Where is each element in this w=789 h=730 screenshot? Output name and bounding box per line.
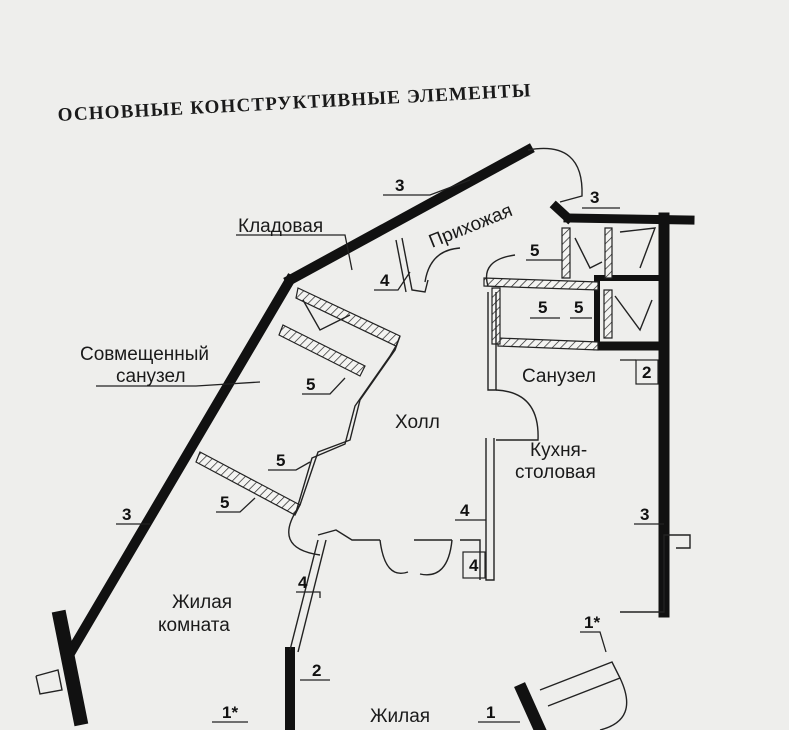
element-labels: 3 3 4 5 5 5 2 5 5 5 3 3 4 4 4 2 1* 1 1* xyxy=(122,176,659,722)
outer-walls xyxy=(51,143,695,730)
label-top-wall: 3 xyxy=(395,176,404,195)
left-corner-wall xyxy=(51,609,89,727)
bath-partition-mid xyxy=(278,324,366,377)
room-kitchen-line2: столовая xyxy=(515,462,596,483)
upper-right-wall xyxy=(563,213,695,225)
label-bottom-window-left: 1* xyxy=(222,703,238,722)
label-bottom-window-center: 1 xyxy=(486,703,495,722)
room-living1-line2: комната xyxy=(158,615,230,636)
label-living-wall: 2 xyxy=(312,661,321,680)
room-living2-line1: Жилая xyxy=(370,706,430,727)
room-living1-line1: Жилая xyxy=(172,592,232,613)
label-right-outer-wall: 3 xyxy=(640,505,649,524)
label-pantry-partition: 4 xyxy=(380,271,390,290)
plan-heading: ОСНОВНЫЕ КОНСТРУКТИВНЫЕ ЭЛЕМЕНТЫ xyxy=(57,80,532,126)
bath-partition-lower xyxy=(195,451,301,516)
wc-block-inner xyxy=(603,289,613,339)
leaders xyxy=(96,179,664,723)
wc-top-partition xyxy=(483,277,599,291)
label-entry-block-upper: 5 xyxy=(530,241,539,260)
label-kitchen-boxed: 4 xyxy=(469,556,479,575)
label-entry-wall: 3 xyxy=(590,188,599,207)
label-wc-block-right: 5 xyxy=(574,298,583,317)
entry-block-inner xyxy=(604,227,613,279)
thin-partitions xyxy=(35,147,691,730)
room-hall: Холл xyxy=(395,412,440,433)
room-combined-bath-line1: Совмещенный xyxy=(80,344,209,365)
top-outer-wall xyxy=(283,143,535,287)
label-living-partition: 4 xyxy=(298,573,308,592)
room-combined-bath-line2: санузел xyxy=(116,366,186,387)
bath-partition-upper xyxy=(295,287,401,347)
label-left-outer-wall: 3 xyxy=(122,505,131,524)
wc-bottom-partition xyxy=(497,337,599,351)
entry-block-wall xyxy=(561,227,571,279)
left-outer-wall xyxy=(65,273,297,657)
label-right-window: 1* xyxy=(584,613,600,632)
room-kitchen-line1: Кухня- xyxy=(530,440,587,461)
label-wc-wall: 2 xyxy=(642,363,651,382)
label-bath-partition-lower: 5 xyxy=(220,493,229,512)
room-entrance: Прихожая xyxy=(426,200,516,252)
label-wc-block-left: 5 xyxy=(538,298,547,317)
label-bath-partition-upper: 5 xyxy=(306,375,315,394)
label-bath-partition-mid: 5 xyxy=(276,451,285,470)
room-labels: Кладовая Прихожая Совмещенный санузел Хо… xyxy=(80,200,596,727)
bottom-pier xyxy=(514,682,547,730)
room-pantry: Кладовая xyxy=(238,216,323,237)
hatched-partitions xyxy=(195,227,613,516)
room-wc: Санузел xyxy=(522,366,596,387)
label-kitchen-partition: 4 xyxy=(460,501,470,520)
label-frame-kitchen-boxed xyxy=(462,551,486,579)
label-frame-wc-wall xyxy=(635,359,659,385)
